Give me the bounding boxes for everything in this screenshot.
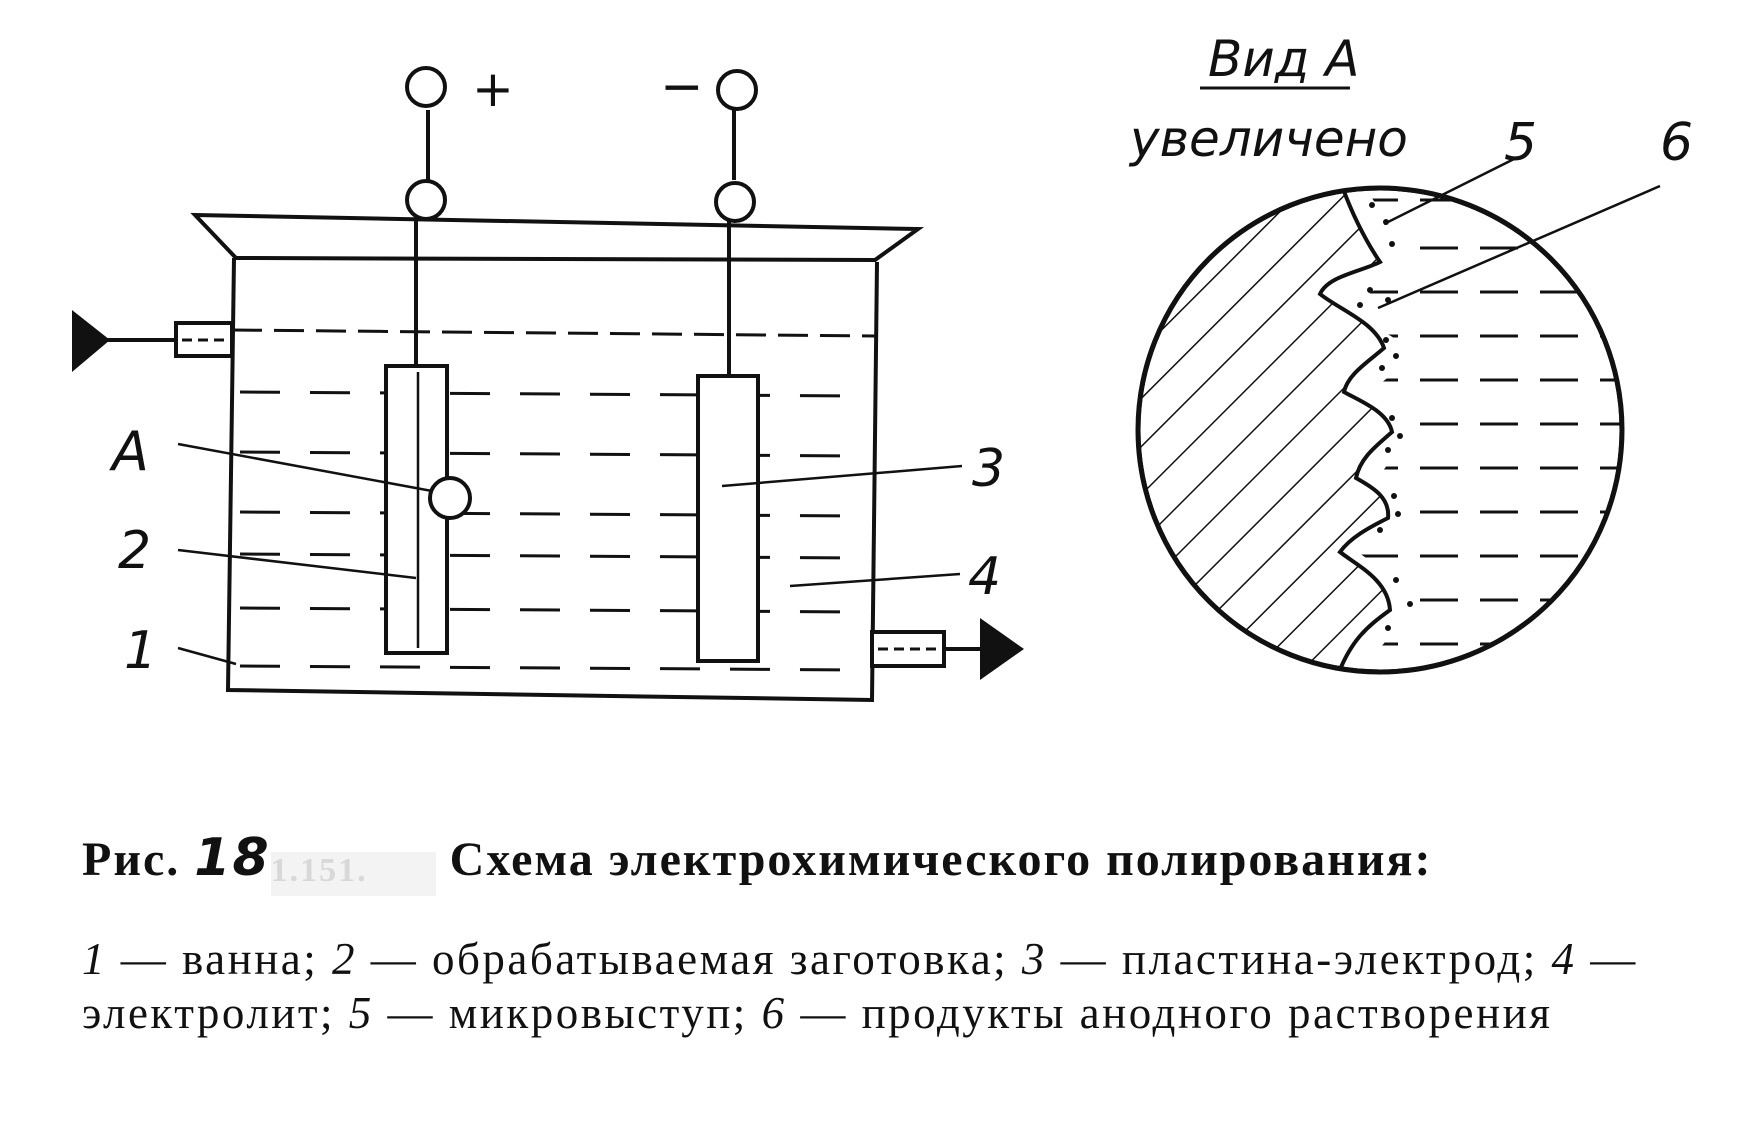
- figure-legend: 1 — ванна; 2 — обрабатываемая заготовка;…: [82, 932, 1682, 1040]
- bath: [190, 212, 925, 703]
- electrolyte: [239, 390, 869, 672]
- anode-sign: +: [472, 60, 514, 118]
- view-a-title: Вид А: [1208, 30, 1359, 88]
- figure-caption-title: Рис. 181.151. Схема электрохимического п…: [82, 828, 1682, 896]
- inlet-arrow-icon: [72, 310, 110, 372]
- plate-electrode-cathode: [696, 374, 760, 663]
- caption-number: 18: [194, 828, 271, 888]
- caption-smudged-number: 1.151.: [270, 852, 436, 896]
- label-1: 1: [124, 621, 157, 681]
- view-a-subtitle: увеличено: [1128, 110, 1408, 168]
- view-leader-lines: [1377, 156, 1661, 310]
- outlet-pipe: [870, 618, 1024, 680]
- label-2: 2: [118, 521, 151, 581]
- legend-item: 1 — ванна;: [82, 934, 319, 984]
- electrolyte-surface: [231, 328, 876, 338]
- label-6: 6: [1660, 113, 1693, 173]
- inlet-pipe: [72, 310, 234, 372]
- outlet-arrow-icon: [980, 618, 1024, 680]
- anode-lead: [405, 66, 447, 366]
- bath-rim: [190, 212, 925, 263]
- legend-item: 3 — пластина-электрод;: [1021, 934, 1538, 984]
- legend-item: 5 — микровыступ;: [348, 988, 748, 1038]
- label-a: А: [109, 420, 149, 483]
- label-5: 5: [1504, 113, 1537, 173]
- magnified-view: [1138, 188, 1622, 672]
- cathode-sign: −: [660, 57, 704, 117]
- detail-a-circle: [428, 476, 472, 520]
- label-3: 3: [972, 439, 1005, 499]
- caption-prefix: Рис.: [82, 833, 181, 886]
- cathode-lead: [714, 69, 758, 376]
- workpiece-anode: [384, 364, 472, 655]
- legend-item: 2 — обрабатываемая заготовка;: [332, 934, 1009, 984]
- legend-item: 4 — электролит;: [82, 934, 1638, 1038]
- label-4: 4: [968, 547, 1001, 607]
- leader-lines: [177, 442, 963, 666]
- magnified-view-border: [1135, 185, 1625, 675]
- workpiece-metal-profile: [1138, 188, 1395, 672]
- bath-walls: [225, 257, 879, 703]
- caption-title-text: Схема электрохимического полирования:: [449, 833, 1433, 886]
- legend-item: 6 — продукты анодного растворения: [761, 988, 1553, 1038]
